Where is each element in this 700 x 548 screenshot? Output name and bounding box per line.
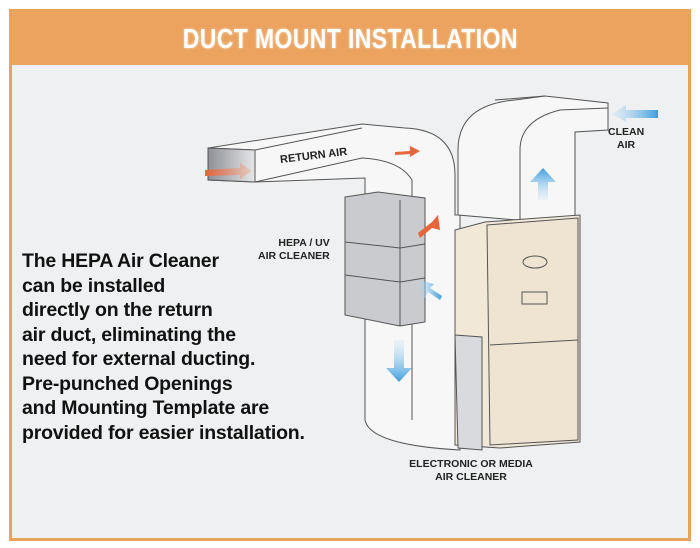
description-line: need for external ducting. xyxy=(22,348,256,370)
electronic-label-line: AIR CLEANER xyxy=(435,471,507,483)
hepa-unit xyxy=(344,191,426,327)
supply-plenum xyxy=(457,95,609,226)
description-line: provided for easier installation. xyxy=(22,421,305,444)
return-air-arrow xyxy=(395,146,420,157)
return-duct-opening xyxy=(207,147,256,183)
clean-air-label: CLEAN AIR xyxy=(608,126,644,152)
hepa-label: HEPA / UV AIR CLEANER xyxy=(258,237,330,263)
hepa-label-line: HEPA / UV xyxy=(278,237,330,249)
up-arrow xyxy=(530,168,556,200)
clean-air-arrow xyxy=(612,105,658,122)
description-text: The HEPA Air Cleaner can be installed di… xyxy=(22,249,342,445)
electronic-label-line: ELECTRONIC OR MEDIA xyxy=(409,458,533,470)
description-line: directly on the return xyxy=(22,299,213,321)
clean-air-line: AIR xyxy=(617,139,636,151)
title: DUCT MOUNT INSTALLATION xyxy=(182,22,518,54)
description-line: The HEPA Air Cleaner xyxy=(22,250,219,272)
description-line: and Mounting Template are xyxy=(22,397,270,419)
electronic-label: ELECTRONIC OR MEDIA AIR CLEANER xyxy=(400,458,542,484)
cool-air-diagonal-arrow xyxy=(418,280,442,300)
furnace-door xyxy=(486,217,579,446)
down-arrow xyxy=(386,340,412,382)
clean-air-line: CLEAN xyxy=(608,126,645,138)
description-line: Pre-punched Openings xyxy=(22,372,233,395)
warm-air-diagonal-arrow xyxy=(418,215,440,238)
description-line: can be installed xyxy=(22,274,166,297)
header-band: DUCT MOUNT INSTALLATION xyxy=(12,12,688,65)
description-line: air duct, eliminating the xyxy=(22,323,236,346)
electronic-air-cleaner xyxy=(454,334,483,451)
return-air-in-arrow xyxy=(205,163,252,179)
hepa-label-line: AIR CLEANER xyxy=(258,250,330,262)
